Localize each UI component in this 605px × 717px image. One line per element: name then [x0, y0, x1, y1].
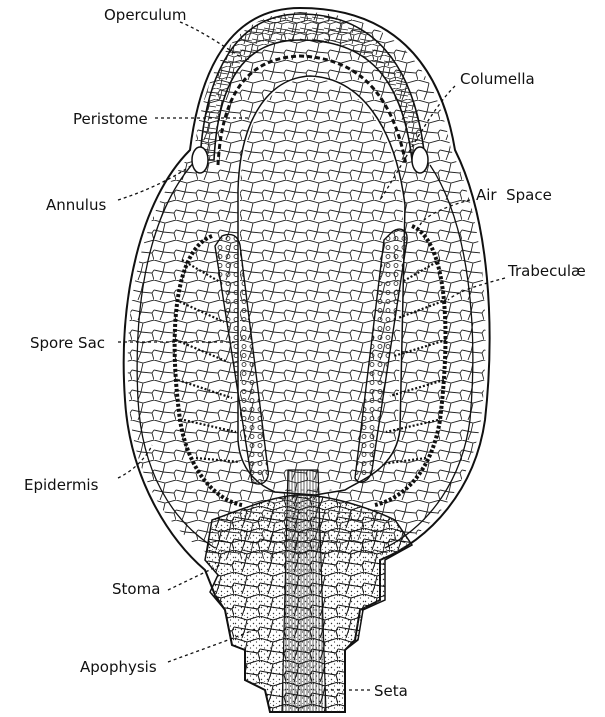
label-columella: Columella: [460, 70, 535, 88]
label-operculum: Operculum: [104, 6, 186, 24]
label-seta: Seta: [374, 682, 408, 700]
label-annulus: Annulus: [46, 196, 106, 214]
label-stoma: Stoma: [112, 580, 160, 598]
capsule-body: [124, 8, 490, 712]
label-air-space: Air Space: [476, 186, 552, 204]
label-spore-sac: Spore Sac: [30, 334, 105, 352]
annulus-left: [192, 147, 208, 173]
label-trabeculae: Trabeculæ: [507, 262, 586, 280]
label-apophysis: Apophysis: [80, 658, 157, 676]
seta: [282, 470, 326, 712]
label-peristome: Peristome: [73, 110, 148, 128]
label-epidermis: Epidermis: [24, 476, 99, 494]
annulus-right: [412, 147, 428, 173]
